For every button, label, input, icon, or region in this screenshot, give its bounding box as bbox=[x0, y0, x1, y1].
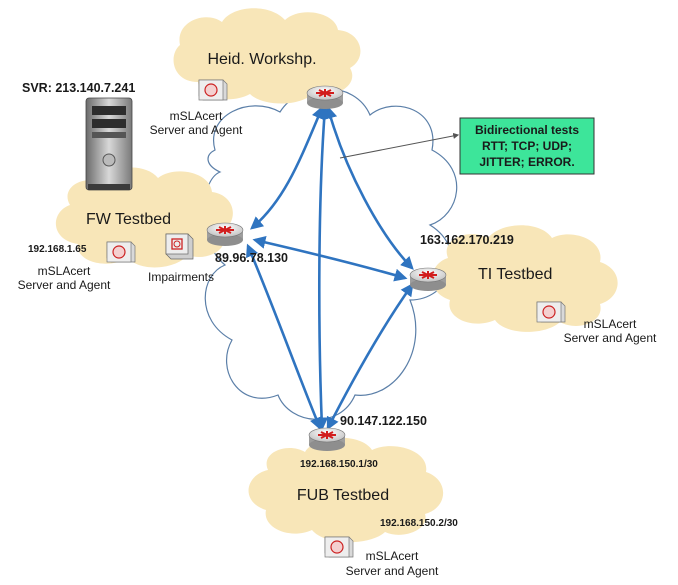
agent-fub-icon bbox=[324, 536, 354, 558]
ti-router-ip: 163.162.170.219 bbox=[420, 233, 514, 247]
ti-agent-line2: Server and Agent bbox=[564, 331, 657, 345]
impairments-label: Impairments bbox=[148, 270, 214, 284]
link-heid-fw bbox=[250, 105, 324, 230]
callout-line1: Bidirectional tests bbox=[475, 123, 579, 137]
router-heid-icon bbox=[306, 85, 344, 109]
callout-box bbox=[459, 117, 595, 175]
link-ti-fub bbox=[326, 282, 414, 431]
agent-ti-icon bbox=[536, 301, 566, 323]
fw-agent-line1: mSLAcert bbox=[38, 264, 91, 278]
callout-line2: RTT; TCP; UDP; bbox=[482, 139, 572, 153]
link-heid-fub bbox=[315, 105, 331, 431]
fub-router-ip: 90.147.122.150 bbox=[340, 414, 427, 428]
ti-agent-line1: mSLAcert bbox=[584, 317, 637, 331]
server-icon bbox=[85, 97, 133, 191]
agent-fw-icon bbox=[106, 241, 136, 263]
router-ti-icon bbox=[409, 267, 447, 291]
fub-subnet-a: 192.168.150.1/30 bbox=[300, 459, 378, 470]
server-label: SVR: 213.140.7.241 bbox=[22, 81, 135, 95]
fub-cloud bbox=[248, 437, 444, 543]
ti-site-name: TI Testbed bbox=[478, 266, 552, 283]
links bbox=[246, 105, 414, 431]
fw-agent-ip: 192.168.1.65 bbox=[28, 244, 87, 255]
callout-pointer bbox=[339, 132, 460, 159]
fw-agent-line2: Server and Agent bbox=[18, 278, 111, 292]
link-fw-fub bbox=[246, 243, 323, 431]
heid-agent-line1: mSLAcert bbox=[170, 109, 223, 123]
agent-heid-icon bbox=[198, 79, 228, 101]
router-fw-icon bbox=[206, 222, 244, 246]
fw-router-ip: 89.96.78.130 bbox=[215, 251, 288, 265]
callout-line3: JITTER; ERROR. bbox=[479, 155, 574, 169]
fub-agent-line1: mSLAcert bbox=[366, 549, 419, 563]
fw-site-name: FW Testbed bbox=[86, 211, 171, 228]
fub-site-name: FUB Testbed bbox=[297, 487, 389, 504]
heid-site-name: Heid. Workshp. bbox=[207, 51, 316, 68]
heid-agent-line2: Server and Agent bbox=[150, 123, 243, 137]
fub-subnet-b: 192.168.150.2/30 bbox=[380, 518, 458, 529]
link-heid-ti bbox=[324, 105, 414, 270]
impairments-icon bbox=[165, 233, 194, 260]
ti-cloud bbox=[432, 225, 618, 332]
fub-agent-line2: Server and Agent bbox=[346, 564, 439, 578]
router-fub-icon bbox=[308, 427, 346, 451]
